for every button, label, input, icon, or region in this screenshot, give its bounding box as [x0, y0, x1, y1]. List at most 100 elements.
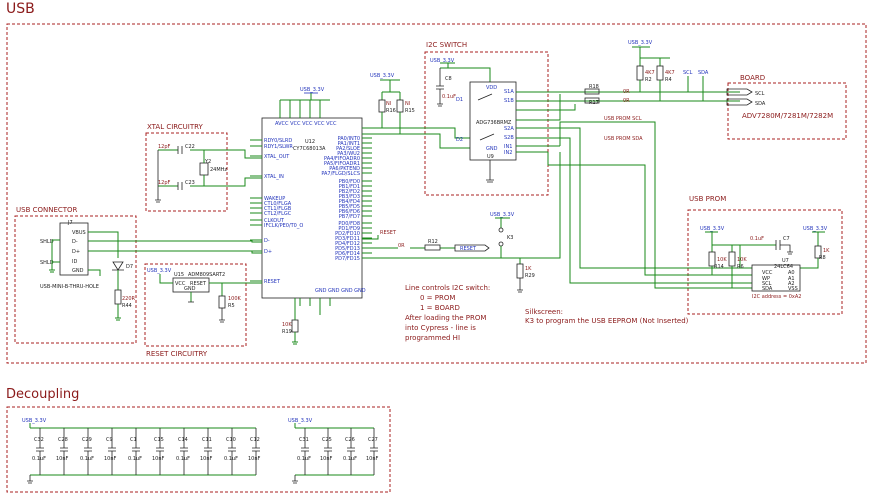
decap-value-C1: 0.1uF: [128, 456, 142, 462]
u12-right-pin-14: PB6/FD6: [339, 209, 360, 215]
section-title-decoupling: Decoupling: [6, 387, 79, 402]
u9-pin-6: IN1: [504, 144, 512, 150]
u7-pin-6: A2: [788, 281, 795, 287]
u9-part: ADG736BRMZ: [476, 120, 512, 126]
decap-value-C10: 0.1uF: [224, 456, 238, 462]
c8-capacitor: [436, 68, 444, 107]
u12-left-pin-9: IFCLK/PE0/T0_O: [264, 223, 303, 229]
u12-right-pin-11: PB3/FD3: [339, 194, 360, 200]
u9-ground: [486, 160, 494, 183]
r44-ref: R44: [122, 303, 132, 309]
u9-switch-symbols: [477, 93, 495, 141]
u12-left-pin-4: WAKEUP: [264, 196, 285, 202]
decap-value-C15: 10nF: [152, 456, 165, 462]
r19-resistor: [291, 319, 299, 333]
u9-output-wires: [516, 91, 752, 284]
board-scl-net: SCL: [683, 70, 693, 76]
u12-bottom-pins: GND GND GND GND: [315, 288, 366, 294]
j7-pin-0: VBUS: [72, 230, 86, 236]
k3-contact-top: [498, 227, 504, 233]
u12-left-pin-labels: RDY0/SLRDRDY1/SLWRXTAL_OUTXTAL_INWAKEUPC…: [250, 138, 303, 285]
r1-value: NI: [386, 101, 391, 107]
r12-ref: R12: [428, 239, 438, 245]
decap-ref-C32: C32: [34, 437, 44, 443]
r2-value: 4K7: [645, 70, 655, 76]
u9-ref: U9: [487, 154, 494, 160]
c7-ref: C7: [783, 236, 790, 242]
r44-resistor: [114, 289, 122, 305]
j7-shield-1: SHLD: [40, 239, 54, 245]
r15-value: NI: [405, 101, 410, 107]
j7-shield-wires: [49, 239, 60, 273]
u7-ref: U7: [782, 258, 789, 264]
u12-right-pin-8: PB0/FD0: [339, 179, 360, 185]
u12-right-pin-3: PA3/WU2: [337, 151, 360, 157]
prom-scl-wire: [547, 152, 752, 276]
u7-pin-1: WP: [762, 276, 770, 282]
decap-value-C25: 10nF: [320, 456, 333, 462]
j7-pin-3: ID: [72, 259, 77, 265]
j7-pin-4: GND: [72, 268, 84, 274]
u12-left-pin-7: CTL2/FLGC: [264, 211, 292, 217]
note-line-5: into Cypress - line is: [405, 324, 476, 332]
u12-left-pin-3: XTAL_IN: [264, 174, 284, 180]
silkscreen-line-1: Silkscreen:: [525, 308, 563, 316]
j7-shield-2: SHLD: [40, 260, 54, 266]
silkscreen-line-2: K3 to program the USB EEPROM (Not Insert…: [525, 317, 689, 325]
board-box: [727, 82, 847, 140]
r17-ref: R17: [589, 100, 599, 106]
u9-pin-1: S1B: [504, 98, 514, 104]
r8-value: 1K: [823, 248, 830, 254]
decap-ref-C26: C26: [345, 437, 355, 443]
u12-right-pin-2: PA2/SLOE: [336, 146, 360, 152]
reset-net-wires: [362, 235, 455, 249]
u7-pin-3: SDA: [762, 286, 773, 292]
r29-ref: R29: [525, 273, 535, 279]
c22-ref: C22: [185, 144, 195, 150]
r44-value: 220R: [122, 296, 136, 302]
note-line-3: 1 = BOARD: [420, 304, 460, 312]
u9-power-wire: [440, 62, 491, 82]
u7-pin-7: VSS: [788, 286, 798, 292]
decap-C1: [132, 428, 140, 475]
decap-group-1-ground: [27, 475, 33, 484]
r15-ref: R15: [405, 108, 415, 114]
board-scl-port: SCL: [726, 88, 765, 97]
pullup-power-wires: [380, 79, 401, 100]
decap-group-2-rails: [294, 423, 374, 476]
reset-port-label: RESET: [460, 246, 477, 252]
k3-power-wire: [495, 217, 510, 228]
u12-right-pin-23: PD7/FD15: [335, 256, 360, 262]
prom-power-left: USB_3.3V: [700, 226, 725, 232]
u12-right-pin-5: PA5/FIFOADR1: [324, 161, 360, 167]
usb-prom-title: USB PROM: [689, 195, 726, 203]
u15-gnd: GND: [184, 286, 196, 292]
r5-ref: R5: [228, 303, 235, 309]
u12-ground-wires: [299, 298, 331, 315]
prom-power-wires: [705, 231, 776, 268]
k3-ref: K3: [507, 235, 513, 241]
u12-right-pin-0: PA0/INT0: [338, 136, 360, 142]
board-part-label: ADV7280M/7281M/7282M: [742, 112, 833, 120]
u12-right-pin-10: PB2/FD2: [339, 189, 360, 195]
c7-value: 0.1uF: [750, 236, 764, 242]
i2c-control-to-u9: [520, 152, 561, 259]
d7-wires: [115, 270, 121, 321]
u15-power-label: USB_3.3V: [147, 268, 172, 274]
reset-wires: [159, 274, 262, 302]
decap-ref-C1: C1: [130, 437, 137, 443]
decap-C11: [204, 428, 212, 475]
u12-left-pin-11: D+: [264, 249, 272, 255]
u9-pin-3: S2A: [504, 126, 514, 132]
decap-C25: [324, 428, 332, 475]
prom-sda-wire: [559, 121, 752, 289]
note-line-1: Line controls I2C switch:: [405, 284, 490, 292]
u9-chip-body: [469, 81, 517, 161]
u12-right-pin-19: PD3/FD11: [335, 236, 360, 242]
c22-value: 12pF: [158, 144, 171, 150]
u12-right-pin-21: PD5/FD13: [335, 246, 360, 252]
decap-value-C14: 0.1uF: [176, 456, 190, 462]
decap-C28: [60, 428, 68, 475]
